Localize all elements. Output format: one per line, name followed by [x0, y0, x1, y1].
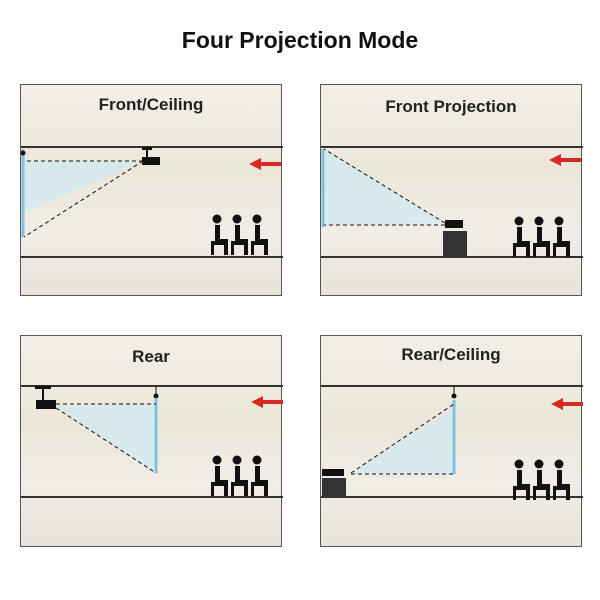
arrow-icon	[249, 158, 281, 170]
seats-icon	[211, 215, 268, 256]
arrow-icon	[551, 398, 583, 410]
panel-front-ceiling: Front/Ceiling	[20, 84, 283, 296]
panel-front-projection: Front Projection	[320, 84, 583, 296]
projector-icon	[36, 400, 56, 409]
seats-icon	[513, 217, 570, 258]
page-title: Four Projection Mode	[181, 27, 419, 53]
projector-icon	[142, 157, 160, 165]
stand	[322, 478, 346, 497]
seats-icon	[513, 460, 570, 501]
rear-diagram	[21, 385, 283, 498]
projector-icon	[322, 469, 344, 476]
panel-label: Front/Ceiling	[98, 95, 204, 114]
panel-label: Front Projection	[385, 97, 517, 116]
panel-label: Rear/Ceiling	[401, 345, 501, 364]
seats-icon	[211, 456, 268, 497]
stand	[443, 231, 467, 257]
projector-icon	[445, 220, 463, 228]
rear-ceiling-diagram	[321, 385, 583, 548]
arrow-icon	[549, 154, 581, 166]
front-projection-diagram	[321, 146, 583, 258]
front-ceiling-diagram	[21, 146, 283, 258]
panel-rear-ceiling: Rear/Ceiling	[320, 335, 583, 548]
panel-label: Rear	[132, 347, 170, 366]
panel-rear: Rear	[20, 335, 283, 547]
arrow-icon	[251, 396, 283, 408]
